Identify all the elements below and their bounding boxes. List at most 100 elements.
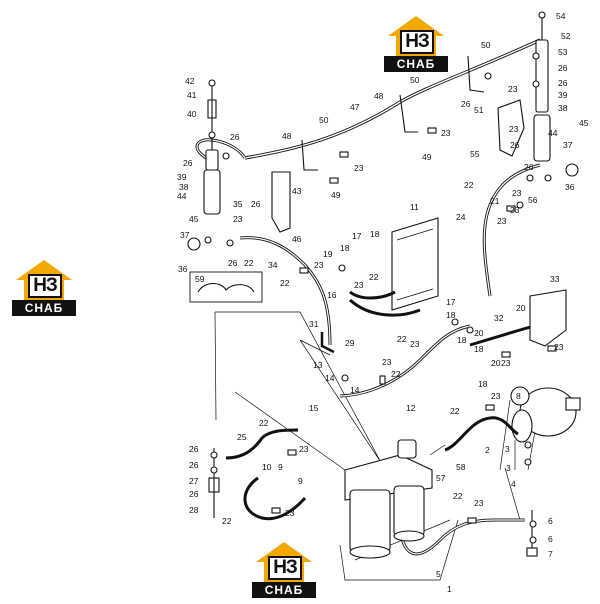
- filter-canister-right-bottom: [393, 530, 425, 542]
- part-label: 22: [222, 516, 232, 526]
- part-label: 23: [501, 358, 511, 368]
- primer-pump: [397, 439, 417, 459]
- part-label: 25: [237, 432, 247, 442]
- drain-knob-left: [187, 237, 201, 251]
- part-label: 10: [262, 462, 272, 472]
- right-bolt-54: [538, 11, 546, 19]
- part-label: 26: [558, 63, 568, 73]
- part-label: 26: [524, 162, 534, 172]
- part-label: 29: [345, 338, 355, 348]
- part-label: 53: [558, 47, 568, 57]
- part-label: 26: [251, 199, 261, 209]
- callout-circle-8: [510, 386, 530, 406]
- logo-mark: НЗ: [400, 30, 434, 54]
- part-label: 52: [561, 31, 571, 41]
- part-labels: 54 52 53 26 50 50 50 26 39 38 23 42 41 4…: [177, 11, 589, 594]
- part-label: 37: [180, 230, 190, 240]
- part-label: 54: [556, 11, 566, 21]
- part-label: 28: [189, 505, 199, 515]
- part-label: 26: [558, 78, 568, 88]
- part-label: 44: [177, 191, 187, 201]
- clip-48b: [301, 139, 318, 171]
- drain-knob-right: [565, 163, 579, 177]
- logo-left: НЗ СНАБ: [10, 258, 78, 320]
- part-label: 23: [554, 342, 564, 352]
- left-filter-body: [203, 169, 221, 215]
- part-label: 12: [406, 403, 416, 413]
- part-label: 18: [478, 379, 488, 389]
- part-label: 36: [565, 182, 575, 192]
- part-label: 26: [230, 132, 240, 142]
- part-label: 23: [233, 214, 243, 224]
- logo-mark: НЗ: [268, 556, 302, 580]
- part-label: 49: [422, 152, 432, 162]
- part-label: 23: [410, 339, 420, 349]
- part-label: 50: [319, 115, 329, 125]
- part-label: 13: [313, 360, 323, 370]
- part-label: 48: [282, 131, 292, 141]
- part-label: 11: [410, 202, 419, 212]
- part-label: 38: [179, 182, 189, 192]
- part-label: 50: [481, 40, 491, 50]
- part-label: 21: [490, 196, 500, 206]
- pipe-22-lower: [243, 476, 307, 521]
- part-label: 3: [505, 444, 510, 454]
- bolt-stack-right-head: [526, 547, 538, 557]
- part-label: 42: [185, 76, 195, 86]
- part-label: 20: [491, 358, 501, 368]
- logo-text: СНАБ: [384, 56, 448, 72]
- pipe-34-inner: [239, 237, 331, 346]
- part-label: 34: [268, 260, 278, 270]
- part-label: 58: [456, 462, 466, 472]
- part-label: 23: [299, 444, 309, 454]
- pipe-31: [320, 332, 335, 354]
- logo-mark: НЗ: [28, 274, 62, 298]
- part-label: 45: [579, 118, 589, 128]
- fuel-line-47-inner: [244, 39, 541, 159]
- part-label: 32: [494, 313, 504, 323]
- part-label: 41: [187, 90, 197, 100]
- part-label: 33: [550, 274, 560, 284]
- part-label: 18: [474, 344, 484, 354]
- pipe-21: [482, 163, 541, 297]
- part-label: 1: [447, 584, 452, 594]
- detail-clip-59: [197, 282, 255, 293]
- part-label: 47: [350, 102, 360, 112]
- logo-text: СНАБ: [12, 300, 76, 316]
- part-label: 22: [244, 258, 254, 268]
- part-label: 22: [391, 369, 401, 379]
- part-label: 50: [410, 75, 420, 85]
- pipe-5-inner: [399, 519, 525, 555]
- part-label: 23: [285, 508, 295, 518]
- part-label: 26: [510, 140, 520, 150]
- part-label: 39: [177, 172, 187, 182]
- pipe-16: [348, 290, 421, 317]
- clip-48a: [399, 94, 418, 133]
- part-label: 38: [558, 103, 568, 113]
- part-label: 18: [370, 229, 380, 239]
- bracket-33: [529, 289, 567, 347]
- part-label: 36: [178, 264, 188, 274]
- part-label: 7: [548, 549, 553, 559]
- part-label: 26: [183, 158, 193, 168]
- part-label: 23: [354, 280, 364, 290]
- part-label: 39: [558, 90, 568, 100]
- part-label: 49: [331, 190, 341, 200]
- part-label: 15: [309, 403, 319, 413]
- filter-canister-left-bottom: [349, 545, 391, 559]
- pipe-21-inner: [483, 164, 541, 297]
- washers: [204, 52, 552, 544]
- logo-bottom: НЗ СНАБ: [250, 540, 318, 602]
- bracket-43: [271, 171, 291, 233]
- part-label: 17: [446, 297, 456, 307]
- part-label: 18: [457, 335, 467, 345]
- part-label: 40: [187, 109, 197, 119]
- left-filter-cap: [205, 149, 219, 171]
- part-label: 14: [350, 385, 360, 395]
- part-label: 51: [474, 105, 484, 115]
- part-label: 6: [548, 534, 553, 544]
- part-label: 26: [189, 489, 199, 499]
- part-label: 9: [298, 476, 303, 486]
- part-label: 23: [314, 260, 324, 270]
